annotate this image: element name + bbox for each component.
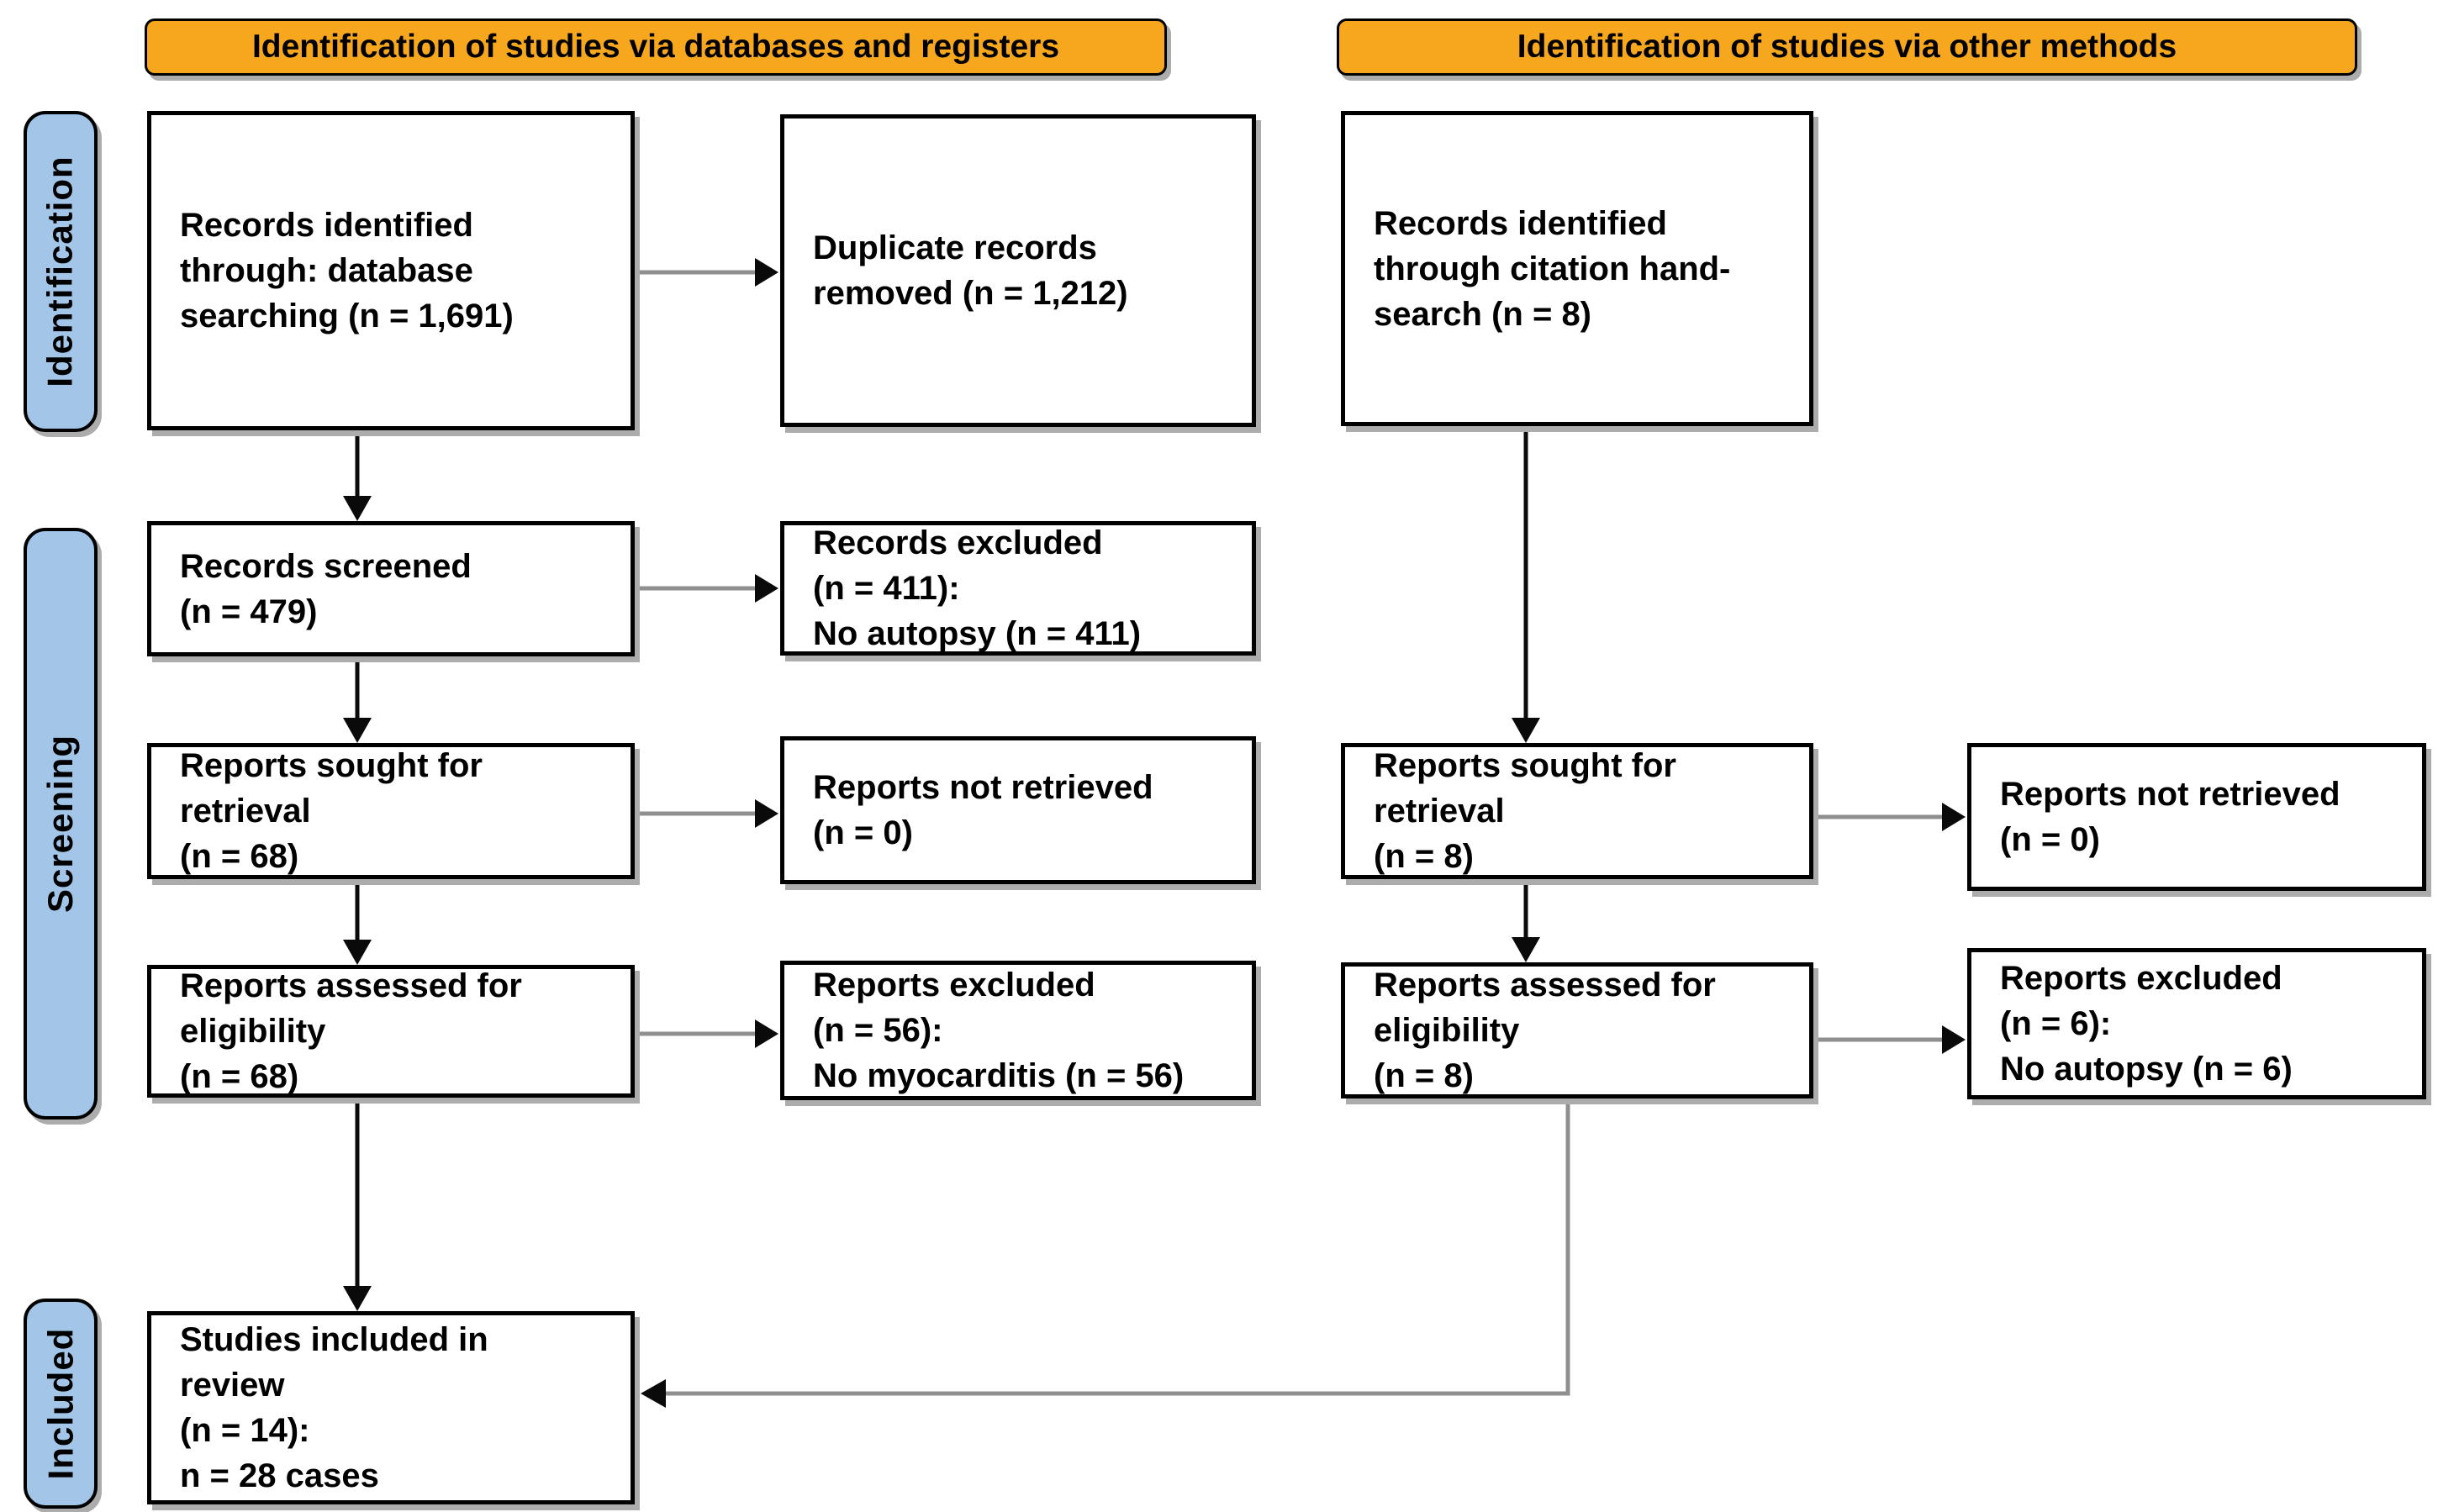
stage-label-screening-text: Screening bbox=[40, 734, 81, 914]
box-reports-excluded-databases: Reports excluded (n = 56): No myocarditi… bbox=[780, 961, 1256, 1100]
box-reports-sought-other-text: Reports sought for retrieval (n = 8) bbox=[1374, 747, 1676, 875]
box-records-screened-text: Records screened (n = 479) bbox=[180, 547, 472, 630]
arrow-assessed-other-to-included bbox=[641, 1099, 1570, 1408]
arrow-assessed-to-included bbox=[343, 1098, 372, 1311]
arrow-sought-other-to-not-retrieved-other bbox=[1813, 803, 1966, 831]
box-studies-included: Studies included in review (n = 14): n =… bbox=[147, 1311, 635, 1504]
box-reports-sought-databases: Reports sought for retrieval (n = 68) bbox=[147, 743, 635, 879]
arrow-screened-to-excluded bbox=[636, 574, 778, 603]
box-records-identified-citation-text: Records identified through citation hand… bbox=[1374, 204, 1731, 333]
stage-label-screening: Screening bbox=[24, 528, 98, 1120]
banner-databases-registers: Identification of studies via databases … bbox=[145, 18, 1167, 76]
box-reports-excluded-other: Reports excluded (n = 6): No autopsy (n … bbox=[1967, 948, 2426, 1099]
arrow-citation-to-sought-other bbox=[1512, 426, 1540, 743]
box-reports-sought-databases-text: Reports sought for retrieval (n = 68) bbox=[180, 747, 483, 875]
stage-label-included-text: Included bbox=[40, 1327, 80, 1480]
box-records-screened: Records screened (n = 479) bbox=[147, 521, 635, 656]
arrow-sought-to-assessed bbox=[343, 879, 372, 965]
box-reports-assessed-databases: Reports assessed for eligibility (n = 68… bbox=[147, 965, 635, 1098]
box-records-excluded-text: Records excluded (n = 411): No autopsy (… bbox=[813, 524, 1142, 652]
banner-other-methods: Identification of studies via other meth… bbox=[1337, 18, 2357, 76]
stage-label-identification-text: Identification bbox=[40, 155, 80, 387]
arrow-assessed-other-to-excluded-other bbox=[1813, 1025, 1966, 1054]
box-reports-not-retrieved-other-text: Reports not retrieved (n = 0) bbox=[2000, 776, 2340, 858]
box-duplicate-records-removed: Duplicate records removed (n = 1,212) bbox=[780, 114, 1256, 427]
box-records-identified-databases-text: Records identified through: database sea… bbox=[180, 207, 514, 335]
box-reports-assessed-other: Reports assessed for eligibility (n = 8) bbox=[1341, 962, 1813, 1098]
stage-label-identification: Identification bbox=[24, 111, 98, 432]
box-studies-included-text: Studies included in review (n = 14): n =… bbox=[180, 1321, 488, 1494]
box-reports-excluded-databases-text: Reports excluded (n = 56): No myocarditi… bbox=[813, 967, 1185, 1094]
arrow-identified-to-duplicates bbox=[636, 258, 778, 287]
box-reports-sought-other: Reports sought for retrieval (n = 8) bbox=[1341, 743, 1813, 879]
box-reports-not-retrieved-databases-text: Reports not retrieved (n = 0) bbox=[813, 769, 1153, 851]
box-records-identified-databases: Records identified through: database sea… bbox=[147, 111, 635, 430]
arrow-sought-other-to-assessed-other bbox=[1512, 879, 1540, 962]
box-reports-assessed-databases-text: Reports assessed for eligibility (n = 68… bbox=[180, 967, 522, 1095]
box-duplicate-records-removed-text: Duplicate records removed (n = 1,212) bbox=[813, 229, 1128, 312]
box-records-excluded: Records excluded (n = 411): No autopsy (… bbox=[780, 521, 1256, 656]
arrow-sought-to-not-retrieved bbox=[636, 799, 778, 828]
stage-label-included: Included bbox=[24, 1299, 98, 1509]
arrow-screened-to-sought bbox=[343, 656, 372, 743]
arrow-assessed-to-reports-excluded bbox=[636, 1019, 778, 1048]
box-reports-not-retrieved-databases: Reports not retrieved (n = 0) bbox=[780, 736, 1256, 884]
box-reports-not-retrieved-other: Reports not retrieved (n = 0) bbox=[1967, 743, 2426, 891]
box-reports-excluded-other-text: Reports excluded (n = 6): No autopsy (n … bbox=[2000, 960, 2293, 1088]
box-records-identified-citation: Records identified through citation hand… bbox=[1341, 111, 1813, 426]
arrow-identified-to-screened bbox=[343, 430, 372, 521]
box-reports-assessed-other-text: Reports assessed for eligibility (n = 8) bbox=[1374, 967, 1716, 1094]
